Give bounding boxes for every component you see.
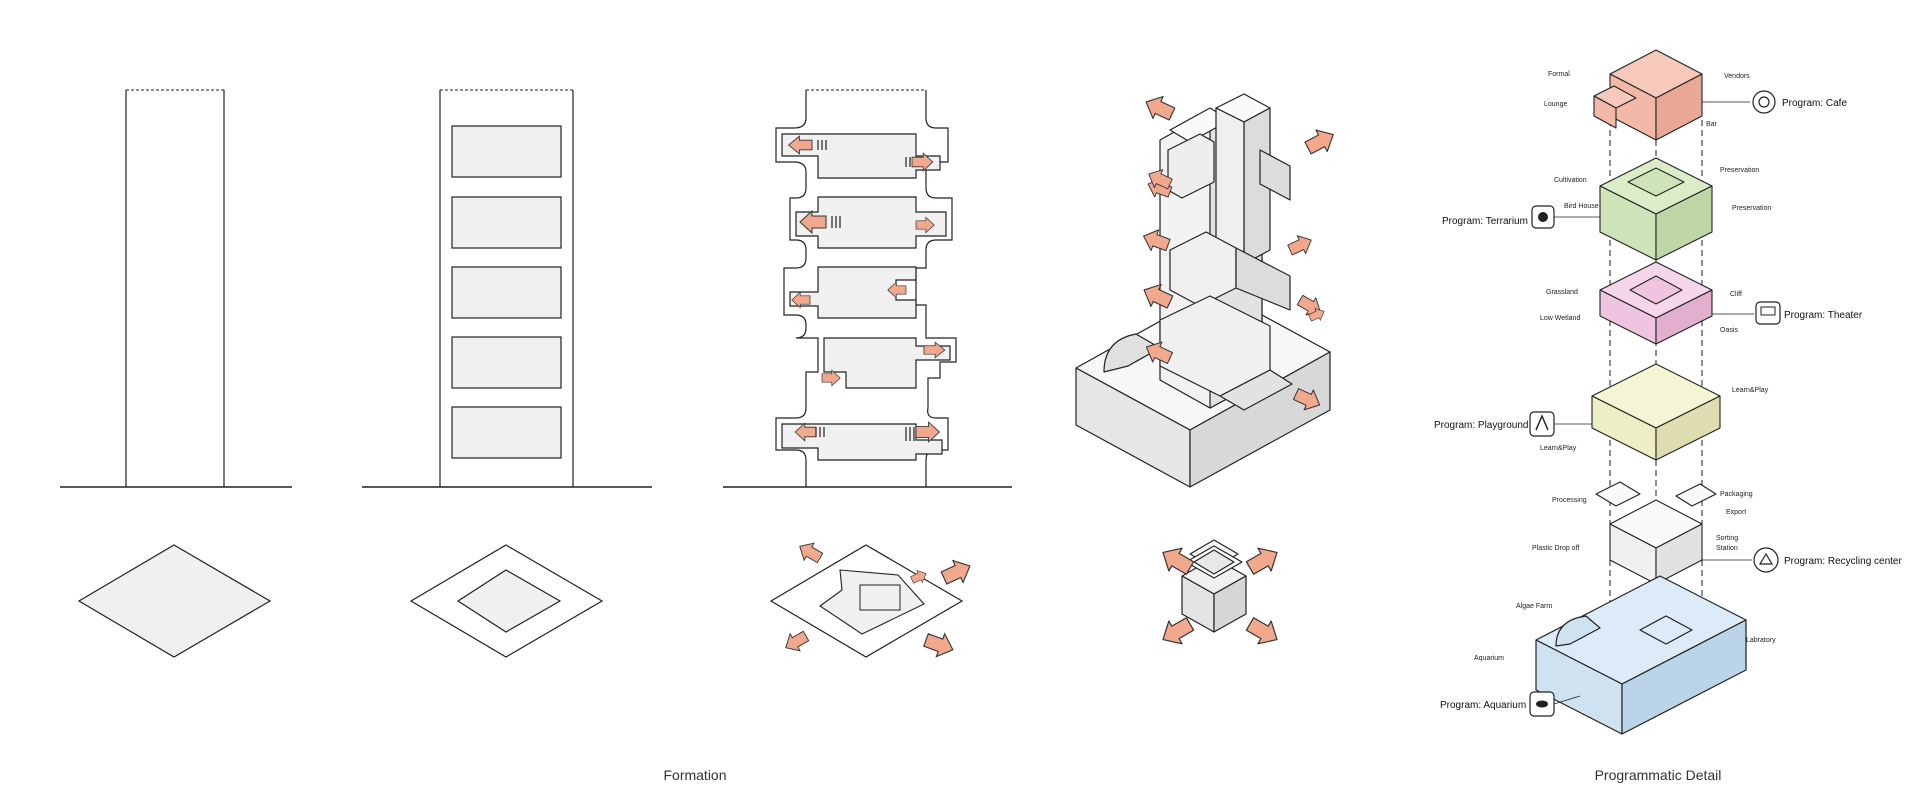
svg-text:Cliff: Cliff [1730, 291, 1742, 298]
theater-block [1600, 262, 1712, 344]
aquarium-title: Program: Aquarium [1440, 700, 1526, 711]
floor-box [452, 197, 561, 248]
svg-text:Formal: Formal [1548, 71, 1570, 78]
formation-step-3 [723, 90, 1012, 661]
recycling-title: Program: Recycling center [1784, 556, 1902, 567]
cafe-block [1594, 50, 1702, 140]
svg-text:Preservation: Preservation [1732, 205, 1771, 212]
caption-formation: Formation [640, 767, 750, 783]
svg-text:Learn&Play: Learn&Play [1732, 387, 1769, 394]
svg-text:Plastic Drop off: Plastic Drop off [1532, 545, 1579, 552]
theater-icon [1756, 302, 1780, 324]
formation-step-1 [60, 90, 292, 657]
svg-text:Bird House: Bird House [1564, 203, 1599, 210]
floor-box [452, 337, 561, 388]
floor-box [452, 407, 561, 458]
svg-text:Bar: Bar [1706, 121, 1718, 128]
svg-text:Aquarium: Aquarium [1474, 655, 1504, 662]
svg-text:Packaging: Packaging [1720, 491, 1753, 498]
terrarium-block [1600, 158, 1712, 260]
recycle-icon [1754, 548, 1778, 572]
recycling-block [1596, 482, 1716, 584]
programmatic-stack: Formal Lounge Vendors Bar Cultivation Bi… [1434, 50, 1902, 734]
cafe-title: Program: Cafe [1782, 98, 1847, 109]
svg-text:Oasis: Oasis [1720, 327, 1738, 334]
svg-text:Preservation: Preservation [1720, 167, 1759, 174]
formation-step-4-tower [1076, 91, 1339, 651]
svg-text:Labratory: Labratory [1746, 637, 1776, 644]
formation-step-2 [362, 90, 652, 657]
svg-text:Processing: Processing [1552, 497, 1587, 504]
floor-box [452, 267, 561, 318]
svg-text:Export: Export [1726, 509, 1746, 516]
aquarium-block [1536, 576, 1746, 734]
floor-box [452, 126, 561, 177]
svg-text:Cultivation: Cultivation [1554, 177, 1587, 184]
playground-title: Program: Playground [1434, 420, 1529, 431]
coffee-icon [1753, 91, 1775, 113]
svg-text:Algae Farm: Algae Farm [1516, 603, 1552, 610]
svg-text:Lounge: Lounge [1544, 101, 1567, 108]
playground-block [1592, 364, 1720, 460]
svg-text:Station: Station [1716, 545, 1738, 552]
svg-text:Grassland: Grassland [1546, 289, 1578, 296]
caption-programmatic-detail: Programmatic Detail [1578, 767, 1738, 783]
svg-text:Low Wetland: Low Wetland [1540, 315, 1580, 322]
svg-text:Vendors: Vendors [1724, 73, 1750, 80]
theater-title: Program: Theater [1784, 310, 1863, 321]
svg-text:Sorting: Sorting [1716, 535, 1738, 542]
plan-diamond [79, 545, 270, 657]
terrarium-title: Program: Terrarium [1442, 216, 1528, 227]
svg-text:Learn&Play: Learn&Play [1540, 445, 1577, 452]
